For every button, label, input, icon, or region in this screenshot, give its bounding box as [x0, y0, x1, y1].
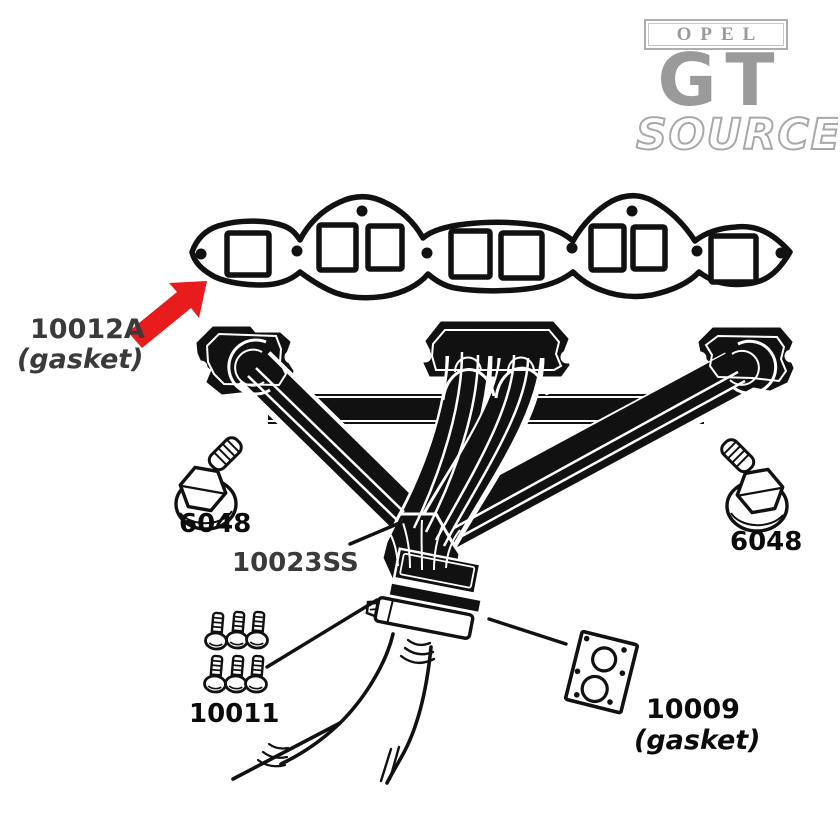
label-manifold-gasket-note: (gasket): [17, 344, 144, 375]
flange-gasket-drawing: [563, 629, 639, 715]
label-flange-gasket-note: (gasket): [634, 725, 761, 756]
source-logo-text: SOURCE: [636, 110, 838, 158]
leader-10009: [487, 617, 568, 646]
label-header-id: 10023SS: [232, 548, 359, 578]
gasket-bolt-holes: [195, 205, 787, 260]
bolt-right-drawing: [720, 438, 789, 533]
exhaust-pipe-drawing: [231, 596, 475, 785]
red-arrow: [128, 281, 207, 348]
label-bolt-left-id: 6048: [179, 509, 252, 539]
leader-10023ss: [348, 517, 411, 546]
pipe-flange: [365, 596, 475, 640]
leader-lines: [265, 517, 568, 669]
gt-logo-text: GT: [657, 38, 785, 122]
manifold-gasket-drawing: [189, 193, 793, 301]
source-logo: SOURCE: [635, 110, 838, 158]
collector-gasket-edge: [389, 583, 481, 612]
header-drawing: [194, 321, 798, 612]
label-flange-gasket-id: 10009: [646, 694, 740, 725]
leader-10011: [265, 598, 379, 669]
label-manifold-gasket-id: 10012A: [30, 314, 145, 345]
opel-logo-text: OPEL: [676, 23, 765, 45]
flange-notches: [194, 349, 798, 374]
label-small-bolts-id: 10011: [189, 699, 280, 729]
bolt-left-drawing: [174, 436, 243, 531]
label-bolt-right-id: 6048: [730, 527, 803, 557]
small-bolts-drawing: [202, 609, 272, 695]
opel-emblem: OPEL: [644, 19, 788, 50]
